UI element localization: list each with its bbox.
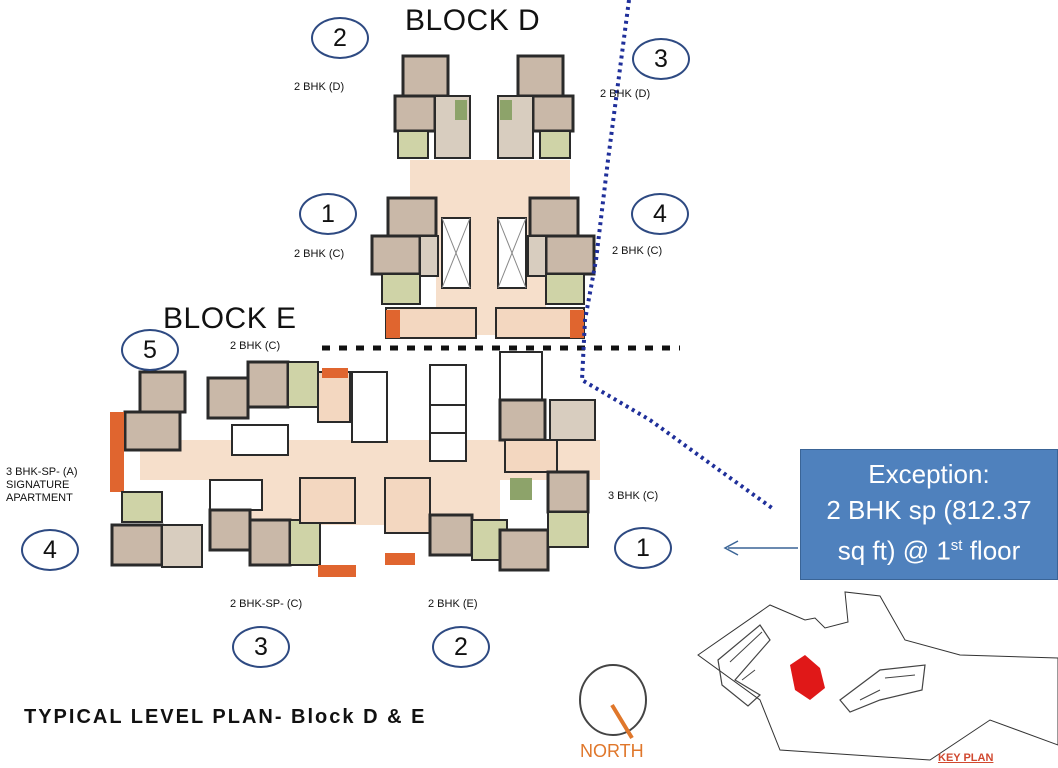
unit-label-e-right: 3 BHK (C) <box>608 490 659 502</box>
unit-number-e-bottom-left: 3 <box>232 626 290 668</box>
callout-line-3-end: floor <box>962 535 1021 566</box>
callout-line-3-text: sq ft) @ 1 <box>837 535 951 566</box>
unit-number-e-bottom-right: 2 <box>432 626 490 668</box>
block-d-plan <box>370 54 596 339</box>
unit-number-d-top-right: 3 <box>632 38 690 80</box>
callout-line-1: Exception: <box>868 459 990 489</box>
unit-label-d-top-left: 2 BHK (D) <box>294 81 345 93</box>
key-plan-drawing <box>697 591 1058 761</box>
north-compass-icon <box>579 664 647 740</box>
unit-label-d-mid-left: 2 BHK (C) <box>294 248 345 260</box>
block-e-title: BLOCK E <box>163 302 297 335</box>
unit-number-e-right: 1 <box>614 527 672 569</box>
block-d-title: BLOCK D <box>405 4 541 37</box>
unit-number-e-top: 5 <box>121 329 179 371</box>
unit-label-e-top: 2 BHK (C) <box>230 340 281 352</box>
block-e-plan <box>110 351 600 577</box>
unit-label-e-left-signature: 3 BHK-SP- (A) SIGNATURE APARTMENT <box>6 466 78 504</box>
callout-line-2: 2 BHK sp (812.37 <box>826 495 1032 525</box>
unit-number-d-mid-left: 1 <box>299 193 357 235</box>
unit-label-d-mid-right: 2 BHK (C) <box>612 245 663 257</box>
plan-title: TYPICAL LEVEL PLAN- Block D & E <box>24 706 427 728</box>
unit-label-e-bottom-right: 2 BHK (E) <box>428 598 478 610</box>
unit-number-d-top-left: 2 <box>311 17 369 59</box>
callout-line-3-sup: st <box>950 537 963 554</box>
north-label: NORTH <box>580 741 644 761</box>
unit-label-d-top-right: 2 BHK (D) <box>600 88 651 100</box>
key-plan-label: KEY PLAN <box>938 752 994 764</box>
callout-line-3: sq ft) @ 1st floor <box>801 528 1057 569</box>
exception-callout: Exception: 2 BHK sp (812.37 sq ft) @ 1st… <box>800 449 1058 580</box>
unit-label-e-bottom-left: 2 BHK-SP- (C) <box>230 598 303 610</box>
unit-number-e-left: 4 <box>21 529 79 571</box>
unit-number-d-mid-right: 4 <box>631 193 689 235</box>
